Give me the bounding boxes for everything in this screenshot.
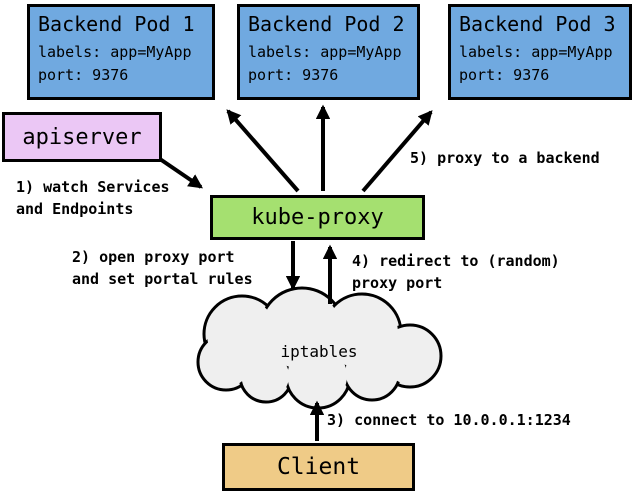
pod-title: Backend Pod 3: [459, 12, 616, 36]
pod-labels: labels: app=MyApp: [459, 43, 613, 61]
pod-port: port: 9376: [248, 66, 339, 84]
pod-labels: labels: app=MyApp: [38, 43, 192, 61]
step-2-line-2: and set portal rules: [72, 270, 253, 288]
pod-labels: labels: app=MyApp: [248, 43, 402, 61]
step-3-label: 3) connect to 10.0.0.1:1234: [327, 411, 571, 429]
step-4-line-2: proxy port: [352, 274, 443, 292]
iptables-node-label: iptables: [280, 342, 358, 361]
apiserver-node: apiserver: [2, 112, 162, 162]
kube-proxy-node: kube-proxy: [210, 195, 425, 240]
step-5-label: 5) proxy to a backend: [410, 149, 600, 167]
step-4-line-1: 4) redirect to (random): [352, 252, 560, 270]
step-4-label: 4) redirect to (random) proxy port: [352, 250, 560, 294]
pod-title: Backend Pod 2: [248, 12, 405, 36]
step-1-line-1: 1) watch Services: [16, 178, 170, 196]
step-1-label: 1) watch Services and Endpoints: [16, 176, 170, 220]
backend-pod-1: Backend Pod 1 labels: app=MyApp port: 93…: [27, 4, 215, 100]
step-1-line-2: and Endpoints: [16, 200, 134, 218]
backend-pod-2: Backend Pod 2 labels: app=MyApp port: 93…: [237, 4, 420, 100]
backend-pod-3: Backend Pod 3 labels: app=MyApp port: 93…: [448, 4, 632, 100]
client-node: Client: [222, 443, 415, 491]
arrow-kubeproxy-to-pod1: [226, 109, 300, 193]
step-2-label: 2) open proxy port and set portal rules: [72, 246, 253, 290]
pod-port: port: 9376: [38, 66, 129, 84]
step-2-line-1: 2) open proxy port: [72, 248, 235, 266]
pod-port: port: 9376: [459, 66, 550, 84]
pod-title: Backend Pod 1: [38, 12, 195, 36]
